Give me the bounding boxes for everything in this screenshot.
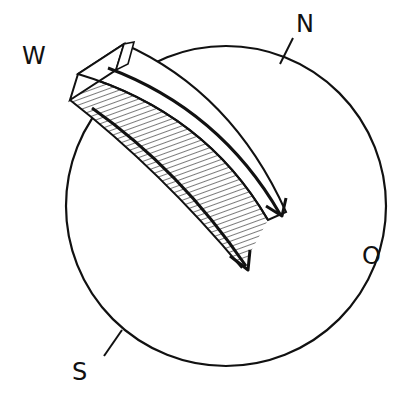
compass-label: N xyxy=(296,12,314,36)
arrow-head xyxy=(230,250,250,270)
leader-line xyxy=(280,38,293,64)
compass-label: W xyxy=(22,44,46,68)
band-end-edge xyxy=(116,42,134,70)
leader-line xyxy=(104,330,122,356)
arrow-head xyxy=(266,198,286,216)
compass-label: S xyxy=(72,360,87,384)
band-edge xyxy=(70,100,242,268)
motion-arrow xyxy=(92,108,246,266)
compass-label: O xyxy=(362,244,381,268)
globe-circle xyxy=(66,46,386,366)
band-edge xyxy=(78,74,268,220)
